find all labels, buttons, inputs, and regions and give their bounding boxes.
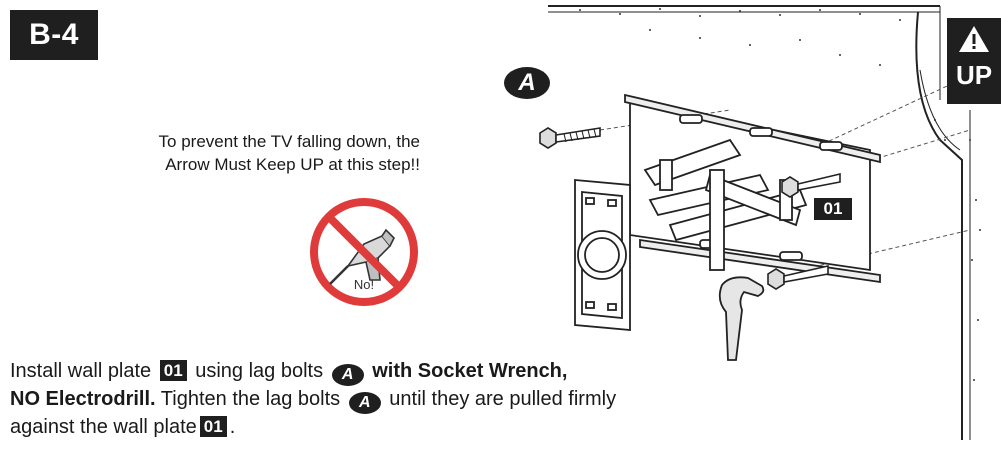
socket-wrench-icon [718, 276, 765, 361]
wall-plate-callout: 01 [814, 198, 852, 220]
warning-text: To prevent the TV falling down, the Arro… [60, 130, 420, 176]
wall-texture-dots [579, 8, 981, 381]
wall-mount-illustration [539, 5, 981, 440]
tv-bracket [574, 179, 631, 331]
up-badge: UP [947, 18, 1001, 104]
instructions: Install wall plate 01 using lag bolts A … [10, 358, 770, 441]
instruction-text: Install wall plate [10, 360, 152, 382]
instruction-text: Tighten the lag bolts [160, 388, 341, 410]
instruction-text: using lag bolts [195, 360, 324, 382]
lag-bolt-callout: A [504, 67, 550, 99]
warning-line-1: To prevent the TV falling down, the [158, 132, 420, 151]
instruction-line-1: Install wall plate 01 using lag bolts A … [10, 358, 770, 386]
drill-icon [329, 228, 395, 285]
no-drill-icon [310, 198, 418, 306]
part-01-tag: 01 [159, 360, 187, 381]
step-badge: B-4 [10, 10, 98, 60]
part-01-tag: 01 [199, 416, 227, 437]
wall-section [548, 5, 971, 440]
instruction-line-2: NO Electrodrill. Tighten the lag bolts A… [10, 386, 770, 414]
lag-bolt-right [781, 172, 841, 198]
instruction-text: against the wall plate [10, 416, 197, 438]
instruction-text: . [229, 416, 236, 438]
instruction-bold-text: NO Electrodrill. [10, 388, 156, 410]
instruction-bold-text: with Socket Wrench, [372, 360, 568, 382]
no-label: No! [353, 277, 375, 292]
bolt-a-tag: A [348, 392, 381, 414]
bolt-a-tag: A [331, 364, 364, 386]
warning-line-2: Arrow Must Keep UP at this step!! [165, 155, 420, 174]
instruction-text: until they are pulled firmly [389, 388, 617, 410]
step-label: B-4 [29, 18, 79, 51]
up-label: UP [955, 60, 993, 90]
warning-triangle-icon [959, 26, 989, 52]
lag-bolt-bottom [767, 264, 829, 290]
lag-bolt-top [539, 127, 601, 149]
